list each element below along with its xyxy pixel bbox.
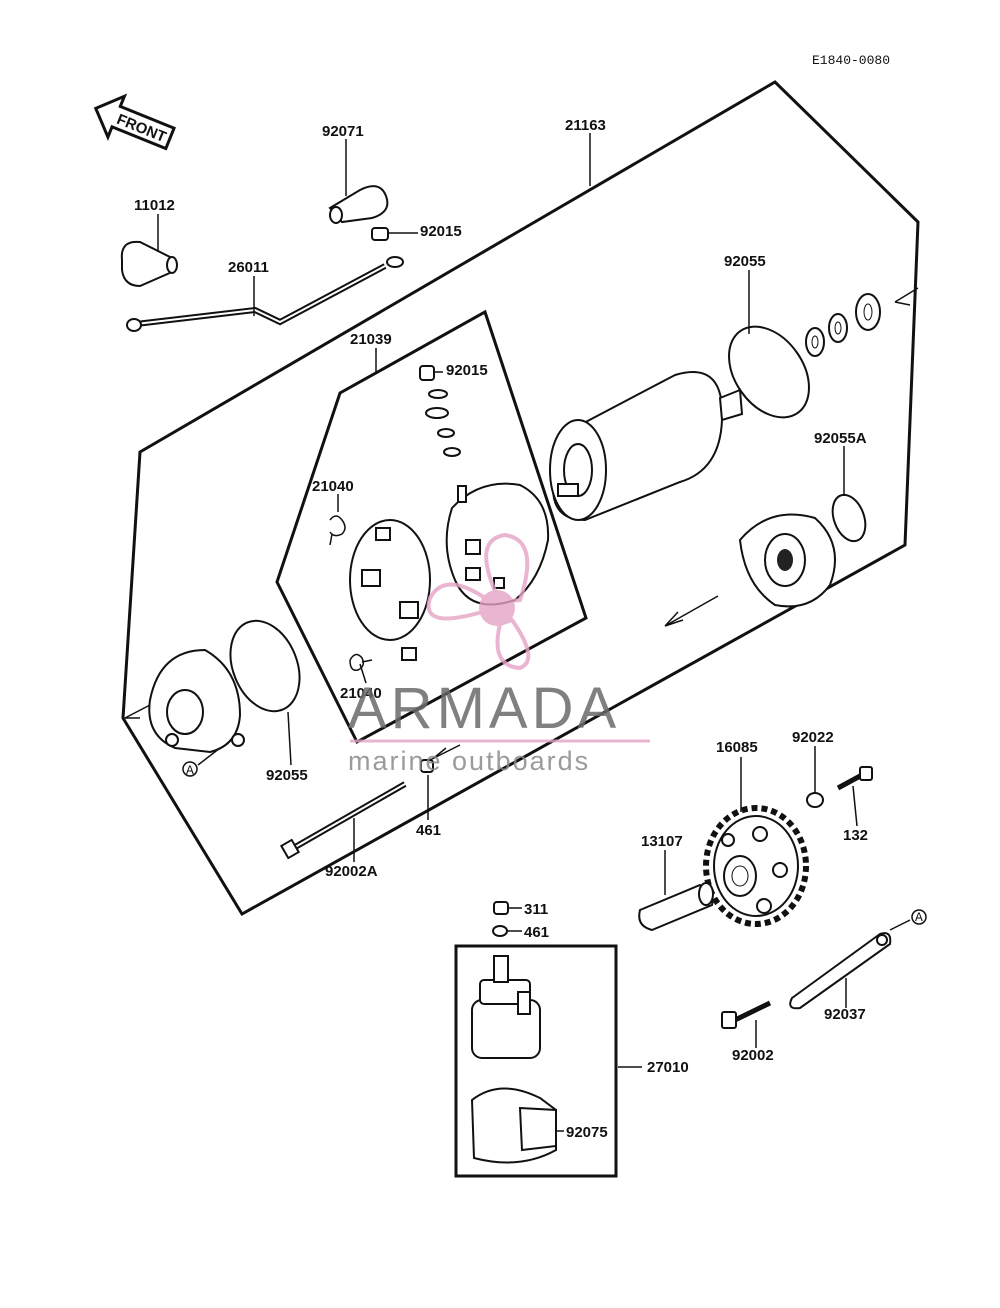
o-ring-92055-bottom (229, 619, 301, 713)
motor-housing (549, 371, 744, 522)
front-arrow-icon: FRONT (93, 93, 177, 151)
cap-11012 (120, 240, 178, 288)
spring-21040-bottom (349, 653, 373, 672)
marker-a-left: A (182, 761, 198, 778)
svg-text:A: A (915, 910, 923, 925)
label-92015-mid: 92015 (446, 362, 488, 379)
washers-set (805, 293, 881, 357)
bolt-132 (836, 766, 873, 791)
leader-lines (157, 133, 911, 1132)
marker-a-right: A (911, 909, 927, 925)
label-92037: 92037 (824, 1006, 866, 1023)
solenoid-box (454, 944, 618, 1178)
small-washers-stack (419, 365, 461, 457)
cap-92071 (328, 185, 389, 224)
long-bolt-92002A (279, 781, 407, 860)
label-92002A: 92002A (325, 863, 378, 880)
washer-461-bottom (492, 925, 508, 937)
label-21040-bottom: 21040 (340, 685, 382, 702)
starter-assembly-outline (121, 80, 920, 917)
shaft-13107 (638, 882, 714, 932)
watermark-brand: ARMADA (348, 676, 620, 741)
solenoid-cover-92075 (470, 1087, 557, 1164)
label-132: 132 (843, 827, 868, 844)
o-ring-92055A (831, 493, 867, 543)
label-26011: 26011 (228, 259, 269, 276)
end-cover-left (148, 648, 245, 754)
o-ring-92055-top (728, 325, 810, 419)
washer-92022 (806, 792, 824, 808)
nut-461-mid (420, 759, 434, 773)
propeller-logo-icon (426, 532, 531, 671)
label-461-mid: 461 (416, 822, 441, 839)
watermark-tagline: marine outboards (348, 746, 590, 776)
nut-311 (493, 901, 509, 915)
label-13107: 13107 (641, 833, 683, 850)
diagram-ref-code: E1840-0080 (812, 53, 890, 68)
direction-arrow-left-icon (124, 704, 151, 719)
bolt-92002 (721, 1000, 772, 1029)
label-27010: 27010 (647, 1059, 689, 1076)
label-21039: 21039 (350, 331, 392, 348)
brush-holder-outline (275, 309, 588, 745)
end-cover-right (738, 513, 836, 608)
lead-26011 (126, 256, 404, 332)
direction-arrow-mid-icon (429, 744, 461, 761)
label-92055A: 92055A (814, 430, 867, 447)
label-92075: 92075 (566, 1124, 608, 1141)
label-92022: 92022 (792, 729, 834, 746)
direction-arrow-right-icon (894, 287, 919, 306)
commutator-end-frame (445, 482, 550, 606)
label-92015-top: 92015 (420, 223, 462, 240)
armada-watermark: ARMADA marine outboards (348, 532, 650, 776)
spring-21040-top (329, 515, 346, 546)
label-21163: 21163 (565, 117, 606, 134)
svg-text:A: A (186, 763, 194, 778)
label-92055-top: 92055 (724, 253, 766, 270)
label-16085: 16085 (716, 739, 758, 756)
label-92002: 92002 (732, 1047, 774, 1064)
bracket-92037 (789, 932, 892, 1010)
label-92071: 92071 (322, 123, 364, 140)
solenoid-body (471, 955, 541, 1059)
label-21040-top: 21040 (312, 478, 354, 495)
direction-arrow-icon (664, 595, 719, 627)
label-311: 311 (524, 901, 548, 918)
nut-92015-top (371, 227, 389, 241)
gear-16085 (703, 805, 809, 927)
label-461-bottom: 461 (524, 924, 549, 941)
label-92055-bottom: 92055 (266, 767, 308, 784)
label-11012: 11012 (134, 197, 175, 214)
brush-plate (349, 519, 431, 661)
